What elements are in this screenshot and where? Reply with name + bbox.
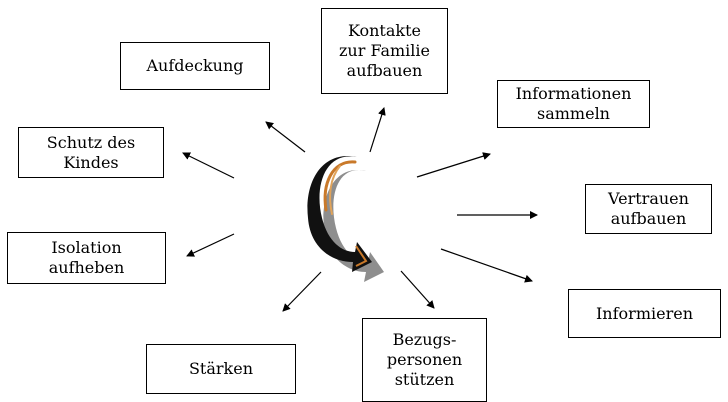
arrow-to-schutz — [182, 152, 235, 179]
curved-arrow-tip-highlight — [355, 245, 368, 267]
node-kontakte: Kontakte zur Familie aufbauen — [321, 8, 448, 94]
node-isolation: Isolation aufheben — [7, 232, 166, 284]
node-informieren: Informieren — [568, 289, 721, 338]
node-bezugs: Bezugs- personen stützen — [362, 318, 487, 402]
curved-arrow-body — [307, 156, 372, 272]
arrow-to-informationen — [416, 152, 491, 178]
node-vertrauen: Vertrauen aufbauen — [585, 184, 712, 234]
curved-arrow-highlight — [323, 160, 357, 212]
arrow-to-kontakte — [369, 107, 386, 153]
node-informationen: Informationen sammeln — [497, 80, 650, 128]
node-staerken: Stärken — [146, 344, 296, 394]
arrow-to-isolation — [186, 233, 235, 257]
curved-arrow-icon — [307, 156, 384, 282]
arrow-to-bezugs — [400, 270, 435, 309]
curved-arrow-highlight-2 — [329, 165, 341, 215]
arrow-to-staerken — [282, 271, 322, 312]
arrow-to-informieren — [440, 248, 533, 283]
node-schutz: Schutz des Kindes — [18, 127, 164, 178]
node-aufdeckung: Aufdeckung — [120, 42, 270, 90]
arrow-to-aufdeckung — [265, 121, 306, 153]
